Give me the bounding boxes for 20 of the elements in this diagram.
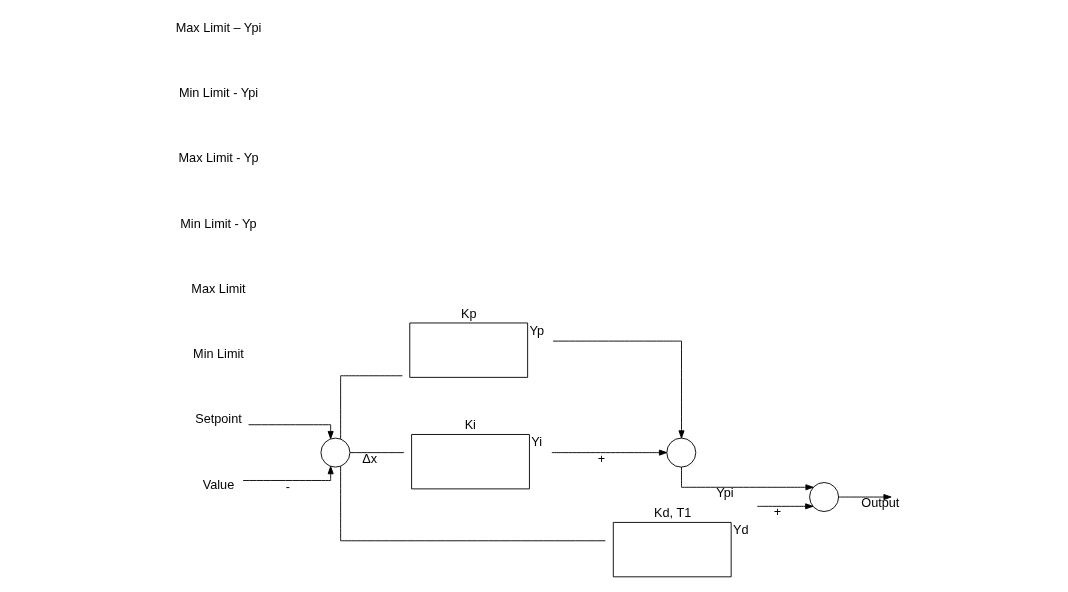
edge-label: Output bbox=[861, 496, 900, 511]
label: Max Limit bbox=[191, 281, 246, 296]
edge-label: Δx bbox=[362, 451, 378, 466]
edge-label: + bbox=[597, 451, 606, 466]
label: Min Limit bbox=[193, 347, 244, 362]
node-label: Yd bbox=[732, 523, 749, 538]
edge-label: + bbox=[773, 505, 782, 520]
node-text: Setpoint bbox=[195, 412, 242, 427]
node-label: Kd, T1 bbox=[654, 506, 692, 521]
node-label: Yp bbox=[529, 323, 545, 338]
label: Max Limit - Yp bbox=[178, 151, 259, 166]
node-label: Yi bbox=[531, 435, 543, 450]
edge-label: Ypi bbox=[716, 486, 734, 501]
node-label: Kp bbox=[461, 306, 477, 321]
label: Min Limit - Ypi bbox=[178, 85, 259, 100]
label: Min Limit - Yp bbox=[180, 216, 257, 231]
edge-label: - bbox=[285, 479, 291, 494]
label: Max Limit – Ypi bbox=[175, 20, 262, 35]
node-label: Ki bbox=[464, 418, 476, 433]
node-text: Value bbox=[202, 477, 235, 492]
